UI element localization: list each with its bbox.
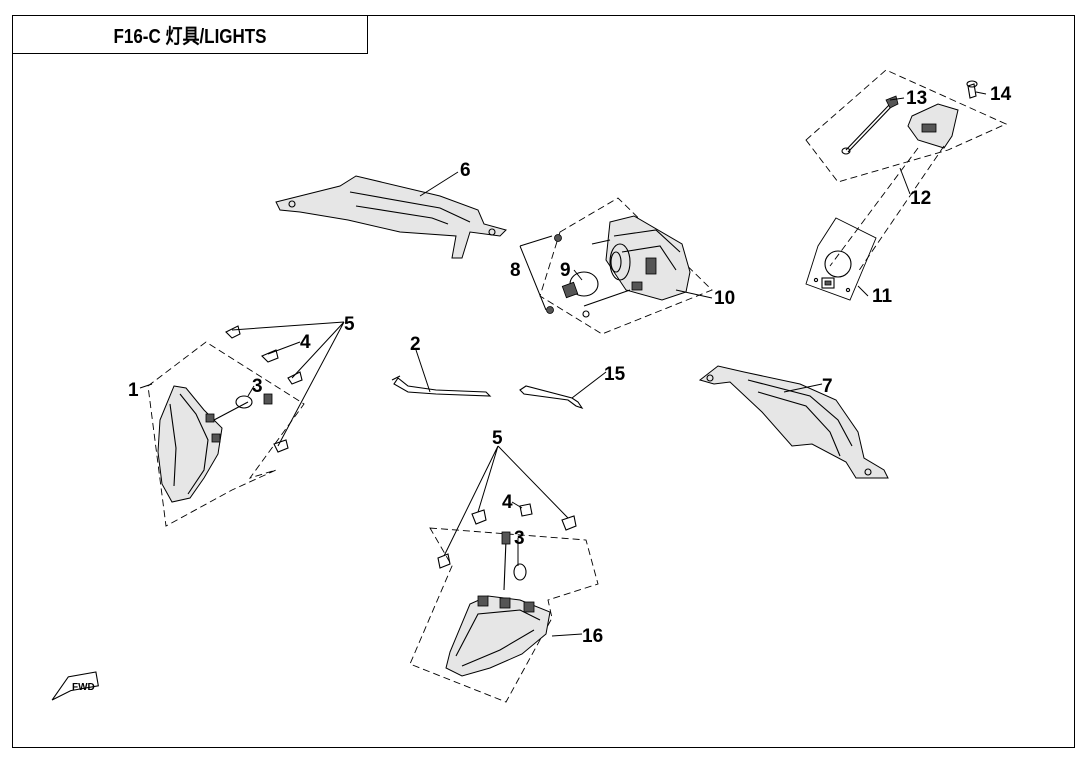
- upper-bracket-part-6: [275, 175, 507, 259]
- callout-1: 1: [128, 380, 139, 401]
- callout-10: 10: [714, 288, 735, 309]
- callout-4-lower: 4: [502, 492, 513, 513]
- callout-11: 11: [872, 286, 893, 307]
- callout-5-left: 5: [344, 314, 355, 335]
- page-title: F16-C 灯具/LIGHTS: [113, 26, 267, 48]
- callout-3-left: 3: [252, 376, 263, 397]
- bulb-part-9: [561, 271, 599, 299]
- callout-3-lower: 3: [514, 528, 525, 549]
- clip-part-15: [519, 385, 584, 410]
- callout-5-lower: 5: [492, 428, 503, 449]
- callout-7: 7: [822, 376, 833, 397]
- callout-14: 14: [990, 84, 1012, 105]
- callout-13: 13: [906, 88, 927, 109]
- callout-2: 2: [410, 334, 421, 355]
- forward-direction-arrow: FWD: [51, 671, 99, 701]
- callout-8: 8: [510, 260, 521, 281]
- gasket-part-11: [805, 217, 877, 301]
- lower-bracket-part-7: [698, 365, 889, 479]
- callout-labels: 1 2 3 3 4 4 5 5 6 7 8 9 10 11 12 13 14 1…: [128, 84, 1012, 647]
- lower-light-part-16: [409, 503, 599, 703]
- callout-4-left: 4: [300, 332, 311, 353]
- title-block: F16-C 灯具/LIGHTS: [12, 15, 368, 54]
- drawing-frame: [12, 15, 1075, 748]
- left-turn-signal-part-1: [147, 325, 305, 527]
- leader-lines: [139, 91, 987, 637]
- license-light-assembly: [805, 69, 1008, 183]
- callout-15: 15: [604, 364, 626, 385]
- callout-6: 6: [460, 160, 471, 181]
- callout-12: 12: [910, 188, 931, 209]
- callout-16: 16: [582, 626, 603, 647]
- assembly-guide-line: [829, 145, 945, 273]
- rod-part-2: [391, 375, 492, 397]
- callout-9: 9: [560, 260, 571, 281]
- fwd-label: FWD: [72, 682, 95, 693]
